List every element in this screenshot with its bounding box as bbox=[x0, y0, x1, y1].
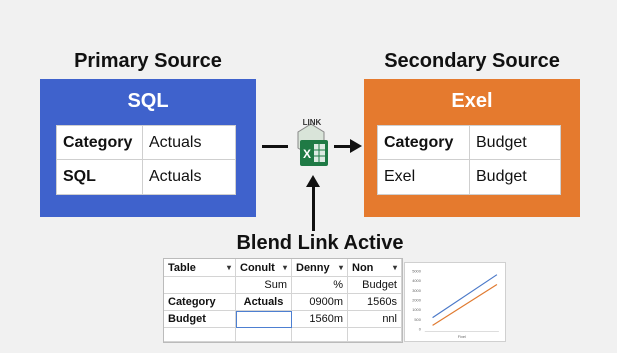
dropdown-arrow-icon[interactable]: ▾ bbox=[282, 263, 287, 272]
y-tick-label: 4000 bbox=[412, 278, 421, 283]
column-header-table[interactable]: Table ▾ bbox=[164, 259, 236, 277]
table-cell: Budget bbox=[348, 277, 402, 294]
column-header-label: Conult bbox=[240, 261, 275, 274]
table-cell: 1560m bbox=[292, 311, 348, 328]
arrow-up-icon bbox=[306, 175, 320, 187]
table-cell: Budget bbox=[164, 311, 236, 328]
y-tick-label: 5000 bbox=[412, 268, 421, 273]
primary-source-box: SQL Category Actuals SQL Actuals bbox=[40, 79, 256, 217]
table-cell bbox=[292, 328, 348, 342]
primary-field-name: SQL bbox=[57, 160, 143, 194]
secondary-field-value: Budget bbox=[470, 126, 560, 160]
blend-link-status: Blend Link Active bbox=[236, 232, 404, 254]
table-cell: nnl bbox=[348, 311, 402, 328]
table-cell: Actuals bbox=[236, 294, 292, 311]
secondary-source-title: Secondary Source bbox=[384, 50, 560, 72]
dropdown-arrow-icon[interactable]: ▾ bbox=[392, 263, 397, 272]
x-axis-label: Fixel bbox=[458, 334, 466, 339]
secondary-field-name: Exel bbox=[378, 160, 470, 194]
primary-field-name: Category bbox=[57, 126, 143, 160]
primary-fields-table: Category Actuals SQL Actuals bbox=[56, 125, 236, 195]
y-tick-label: 3000 bbox=[412, 288, 421, 293]
dropdown-arrow-icon[interactable]: ▾ bbox=[226, 263, 231, 272]
chart-series-line bbox=[432, 274, 498, 319]
y-tick-label: 2000 bbox=[412, 298, 421, 303]
table-cell: 0900m bbox=[292, 294, 348, 311]
column-header-label: Non bbox=[352, 261, 374, 274]
column-header-label: Denny bbox=[296, 261, 330, 274]
chart-series-line bbox=[432, 283, 498, 326]
y-tick-label: 0 bbox=[419, 327, 422, 332]
link-line-left bbox=[262, 145, 288, 148]
excel-link-icon: X bbox=[297, 123, 328, 166]
table-cell bbox=[164, 277, 236, 294]
table-cell bbox=[236, 328, 292, 342]
secondary-fields-table: Category Budget Exel Budget bbox=[377, 125, 561, 195]
primary-source-title: Primary Source bbox=[74, 50, 222, 72]
secondary-field-value: Budget bbox=[476, 168, 527, 185]
blended-data-table: Table▾ Conult▾ Denny▾ Non▾ Sum % Budget … bbox=[163, 258, 403, 343]
table-cell: Category bbox=[164, 294, 236, 311]
column-header-label: Table bbox=[168, 261, 196, 274]
column-header-conult[interactable]: Conult ▾ bbox=[236, 259, 292, 277]
y-tick-label: 500 bbox=[414, 317, 421, 322]
table-cell: Sum bbox=[236, 277, 292, 294]
secondary-source-box: Exel Category Budget Exel Budget bbox=[364, 79, 580, 217]
link-line-right bbox=[334, 145, 352, 148]
table-cell: 1560s bbox=[348, 294, 402, 311]
y-tick-label: 1000 bbox=[412, 307, 421, 312]
arrow-right-icon bbox=[350, 139, 362, 153]
primary-field-value: Actuals bbox=[149, 168, 202, 185]
column-header-non[interactable]: Non ▾ bbox=[348, 259, 402, 277]
table-cell: % bbox=[292, 277, 348, 294]
table-cell bbox=[164, 328, 236, 342]
primary-source-heading: SQL bbox=[127, 90, 169, 112]
dropdown-arrow-icon[interactable]: ▾ bbox=[338, 263, 343, 272]
link-line-up bbox=[312, 186, 315, 231]
secondary-field-name: Category bbox=[378, 126, 470, 160]
link-label: LINK bbox=[302, 118, 322, 127]
excel-glyph: X bbox=[303, 147, 311, 161]
primary-field-value: Actuals bbox=[143, 126, 235, 160]
secondary-source-heading: Exel bbox=[451, 90, 493, 112]
table-cell bbox=[348, 328, 402, 342]
column-header-denny[interactable]: Denny ▾ bbox=[292, 259, 348, 277]
selected-cell[interactable] bbox=[236, 311, 292, 328]
